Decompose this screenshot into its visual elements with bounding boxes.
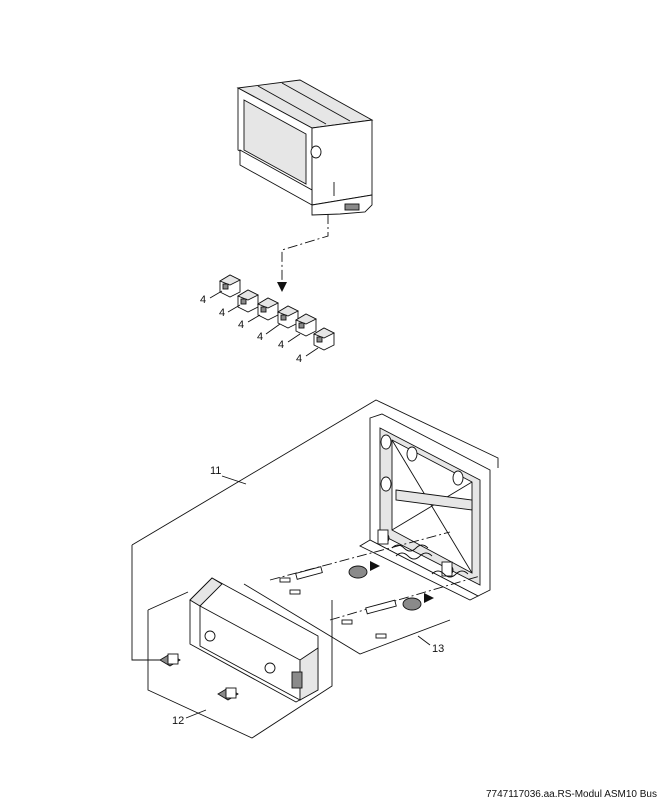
plug-terminal-icon	[276, 305, 300, 329]
group-bracket-13	[243, 583, 451, 655]
cable-clamp-icon	[269, 529, 481, 639]
cover-plate-icon	[189, 577, 319, 703]
plug-terminal-icon	[256, 297, 280, 321]
group-bracket-12	[147, 600, 333, 739]
group-bracket-11	[131, 545, 170, 661]
screw-icon	[159, 653, 239, 701]
callout-terminal-3: 4	[238, 319, 244, 331]
module-housing-icon	[236, 79, 374, 216]
callout-front-cover: 12	[172, 715, 184, 727]
callout-terminal-6: 4	[296, 353, 302, 365]
plug-terminal-icon	[218, 274, 242, 298]
callout-cable-strain-relief: 13	[432, 643, 444, 655]
assembly-leader-line	[281, 214, 329, 285]
callout-terminal-2: 4	[219, 307, 225, 319]
terminal-group: 4 4 4 4 4 4	[200, 274, 336, 365]
callout-terminal-1: 4	[200, 294, 206, 306]
plug-terminal-icon	[294, 313, 318, 337]
plug-terminal-icon	[236, 289, 260, 313]
arrow-down-icon	[277, 282, 287, 292]
arrow-right-icon	[370, 561, 380, 571]
arrow-right-icon	[424, 593, 434, 603]
screw-icon	[279, 577, 387, 639]
callout-terminal-4: 4	[257, 331, 263, 343]
base-housing-icon	[359, 413, 491, 601]
callout-housing-base: 11	[210, 465, 221, 477]
callout-terminal-5: 4	[278, 339, 284, 351]
figure-caption: 7747117036.aa.RS-Modul ASM10 Bus	[485, 789, 657, 800]
plug-terminal-icon	[312, 327, 336, 351]
